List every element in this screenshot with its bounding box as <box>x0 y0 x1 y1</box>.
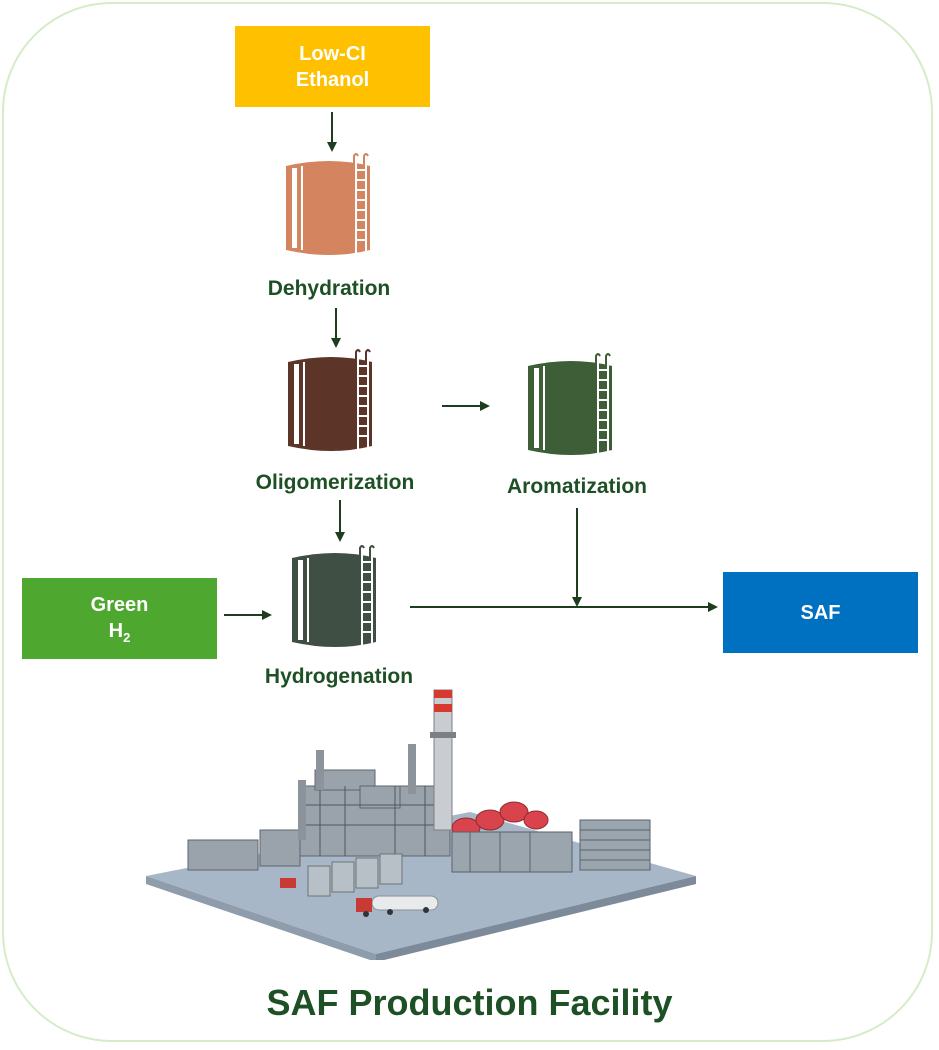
dehydration-label: Dehydration <box>267 277 391 300</box>
aromatization-label: Aromatization <box>506 475 647 498</box>
facility-title: SAF Production Facility <box>266 982 673 1023</box>
ethanol-input-box: Low-CI Ethanol <box>235 26 430 107</box>
saf-output-box: SAF <box>723 572 918 653</box>
hydrogen-symbol: H <box>108 619 124 642</box>
refinery-illustration <box>146 689 696 960</box>
saf-label: SAF <box>800 601 841 624</box>
hydrogenation-label: Hydrogenation <box>264 665 414 688</box>
ethanol-line1: Low-CI <box>299 42 366 65</box>
green-hydrogen-input-box: Green H2 <box>22 578 217 659</box>
hydrogen-subscript: 2 <box>123 629 131 645</box>
dehydration-tank-icon <box>286 153 370 255</box>
oligomerization-label: Oligomerization <box>255 471 415 494</box>
hydrogenation-tank-icon <box>292 545 376 647</box>
hydrogen-formula: H2 <box>109 618 131 646</box>
hydrogen-line1: Green <box>90 593 149 616</box>
ethanol-line2: Ethanol <box>295 68 370 91</box>
oligomerization-tank-icon <box>288 349 372 451</box>
aromatization-tank-icon <box>528 353 612 455</box>
